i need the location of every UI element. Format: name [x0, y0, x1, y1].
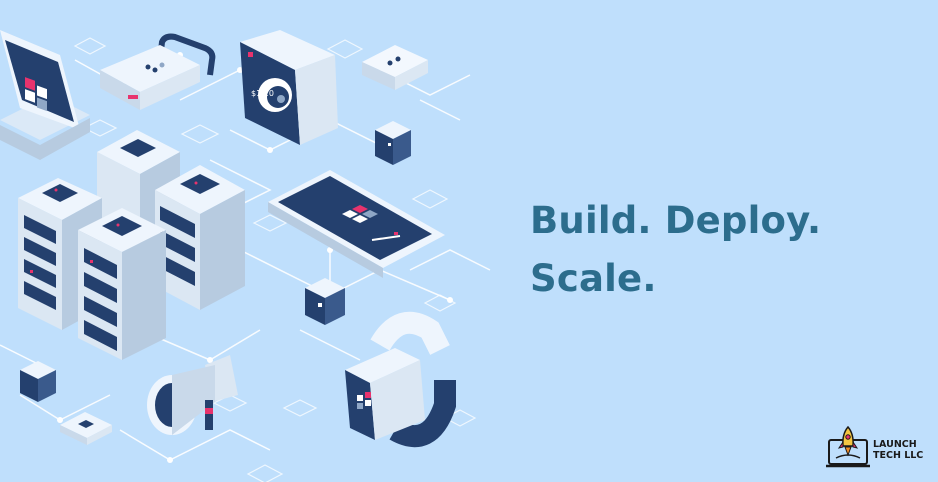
headline: Build. Deploy. Scale. [530, 192, 821, 308]
brand-name-line-2: TECH LLC [873, 450, 924, 461]
background-tiles [73, 37, 477, 482]
chip-cube-icon [375, 121, 411, 165]
smartwatch-icon [345, 311, 456, 448]
brand-name: LAUNCH TECH LLC [873, 439, 923, 461]
isometric-tech-illustration: $1.20 [0, 30, 491, 482]
server-rack-right [155, 165, 245, 310]
brand-name-line-1: LAUNCH [873, 439, 917, 450]
megaphone-icon [147, 355, 238, 435]
laptop-icon [0, 30, 90, 160]
chip-cube-icon [305, 278, 345, 325]
server-rack-front [78, 208, 166, 360]
headline-line-1: Build. Deploy. [530, 199, 822, 242]
router-icon [100, 33, 216, 110]
tablet-icon [268, 170, 445, 278]
rocket-laptop-icon [826, 425, 870, 468]
hub-icon [362, 45, 428, 90]
circuit-lines [0, 54, 491, 461]
chip-cube-icon [20, 361, 56, 402]
chip-icon [60, 412, 112, 445]
brand-logo[interactable]: LAUNCH TECH LLC [826, 424, 930, 470]
camera-icon: $1.20 [240, 30, 338, 145]
headline-line-2: Scale. [530, 257, 657, 300]
camera-screen-text: $1.20 [251, 89, 274, 98]
